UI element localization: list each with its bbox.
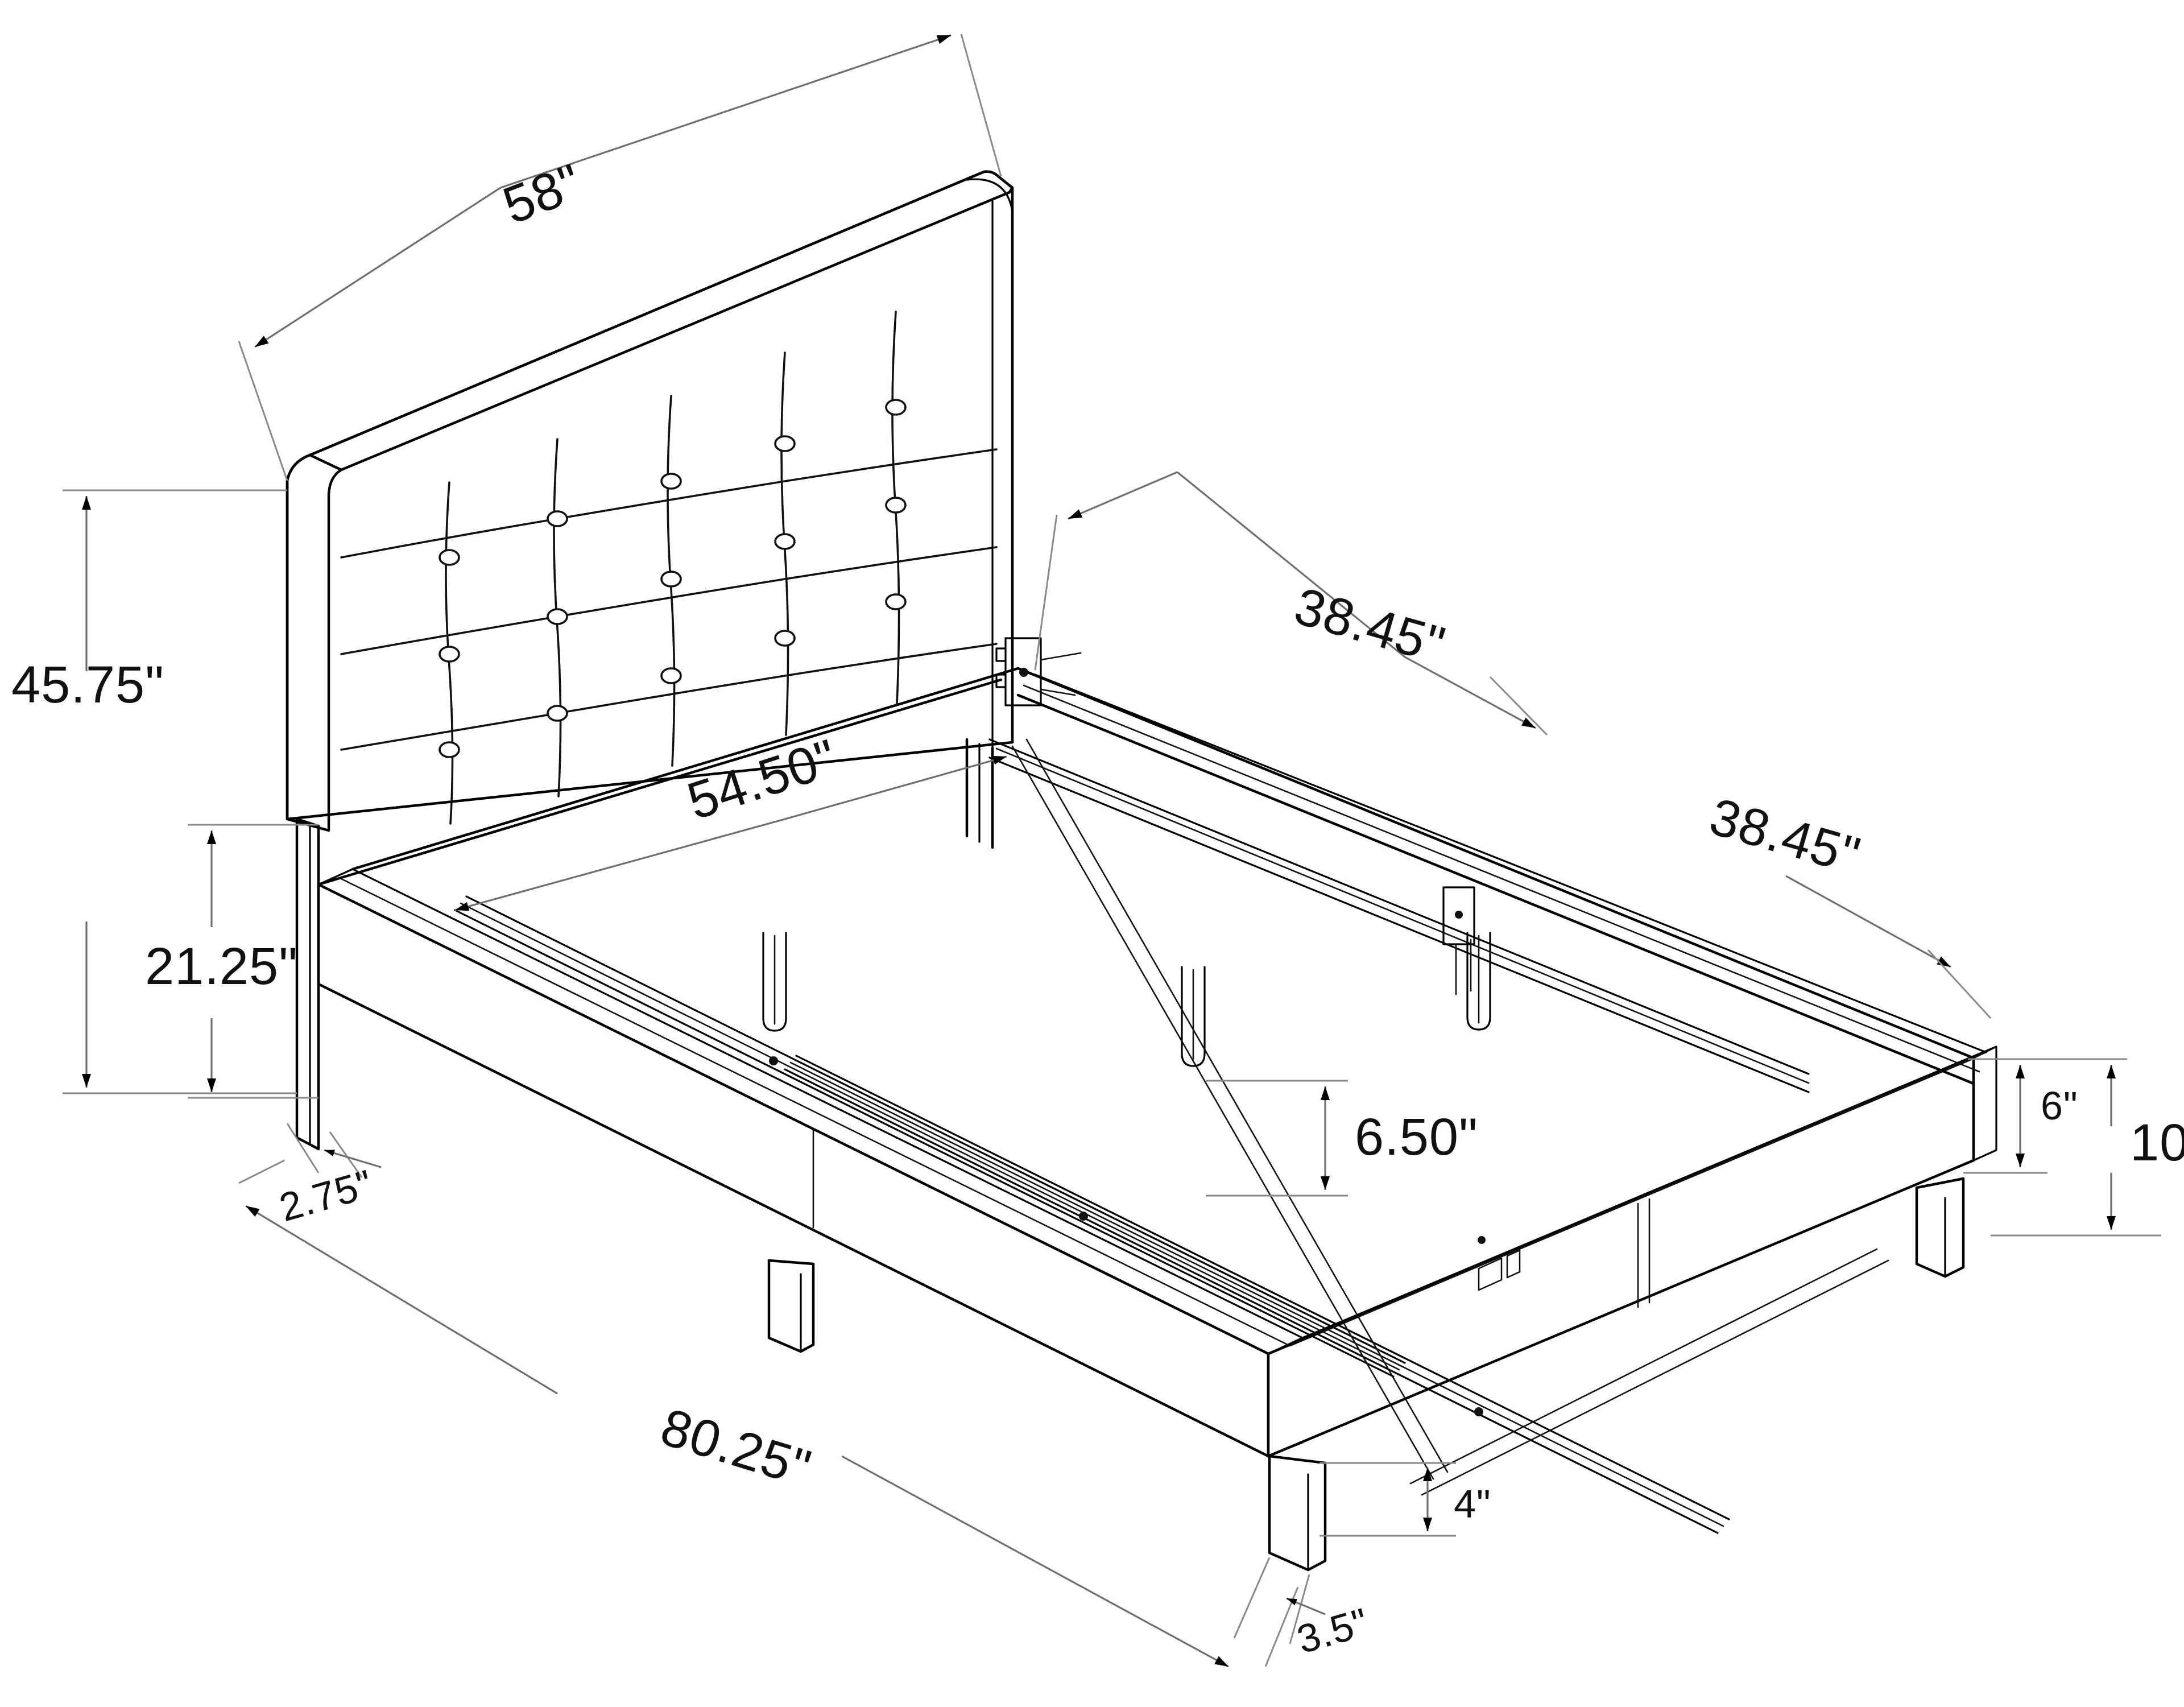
cross-slat-upper [454,895,1406,1378]
center-support-beam [988,738,1810,1093]
dim-leg-height: 4" [1320,1462,1491,1537]
cross-slat-lower [784,1055,1730,1534]
side-rail-right [1016,667,1987,1085]
dim-label-6: 6" [2041,1084,2078,1128]
dim-label-4: 4" [1454,1482,1491,1526]
dim-label-10: 10" [2130,1114,2184,1172]
tufted-headboard [286,170,1014,832]
mounting-bracket-head [995,637,1082,706]
dim-slat-clearance: 6.50" [1206,1080,1478,1197]
dim-deck-height: 10" [1991,1065,2184,1237]
dim-label-45-75: 45.75" [11,656,164,714]
dim-overall-height: 45.75" [11,489,297,1094]
dim-label-21-25: 21.25" [145,937,298,995]
center-support-legs [762,932,1491,1067]
headboard-tuft-buttons [439,399,907,758]
dim-rail-face-height: 6" [1963,1058,2127,1174]
inner-support-rails [1011,738,1889,1496]
dim-frame-height: 21.25" [145,824,318,1099]
corner-legs [767,1177,1965,1572]
headboard-legs [295,738,994,1151]
dim-label-6-50: 6.50" [1355,1108,1478,1166]
mounting-bracket-mid [1442,886,1475,995]
footboard-rail [1267,1045,1997,1458]
head-end-rail [317,667,1020,886]
